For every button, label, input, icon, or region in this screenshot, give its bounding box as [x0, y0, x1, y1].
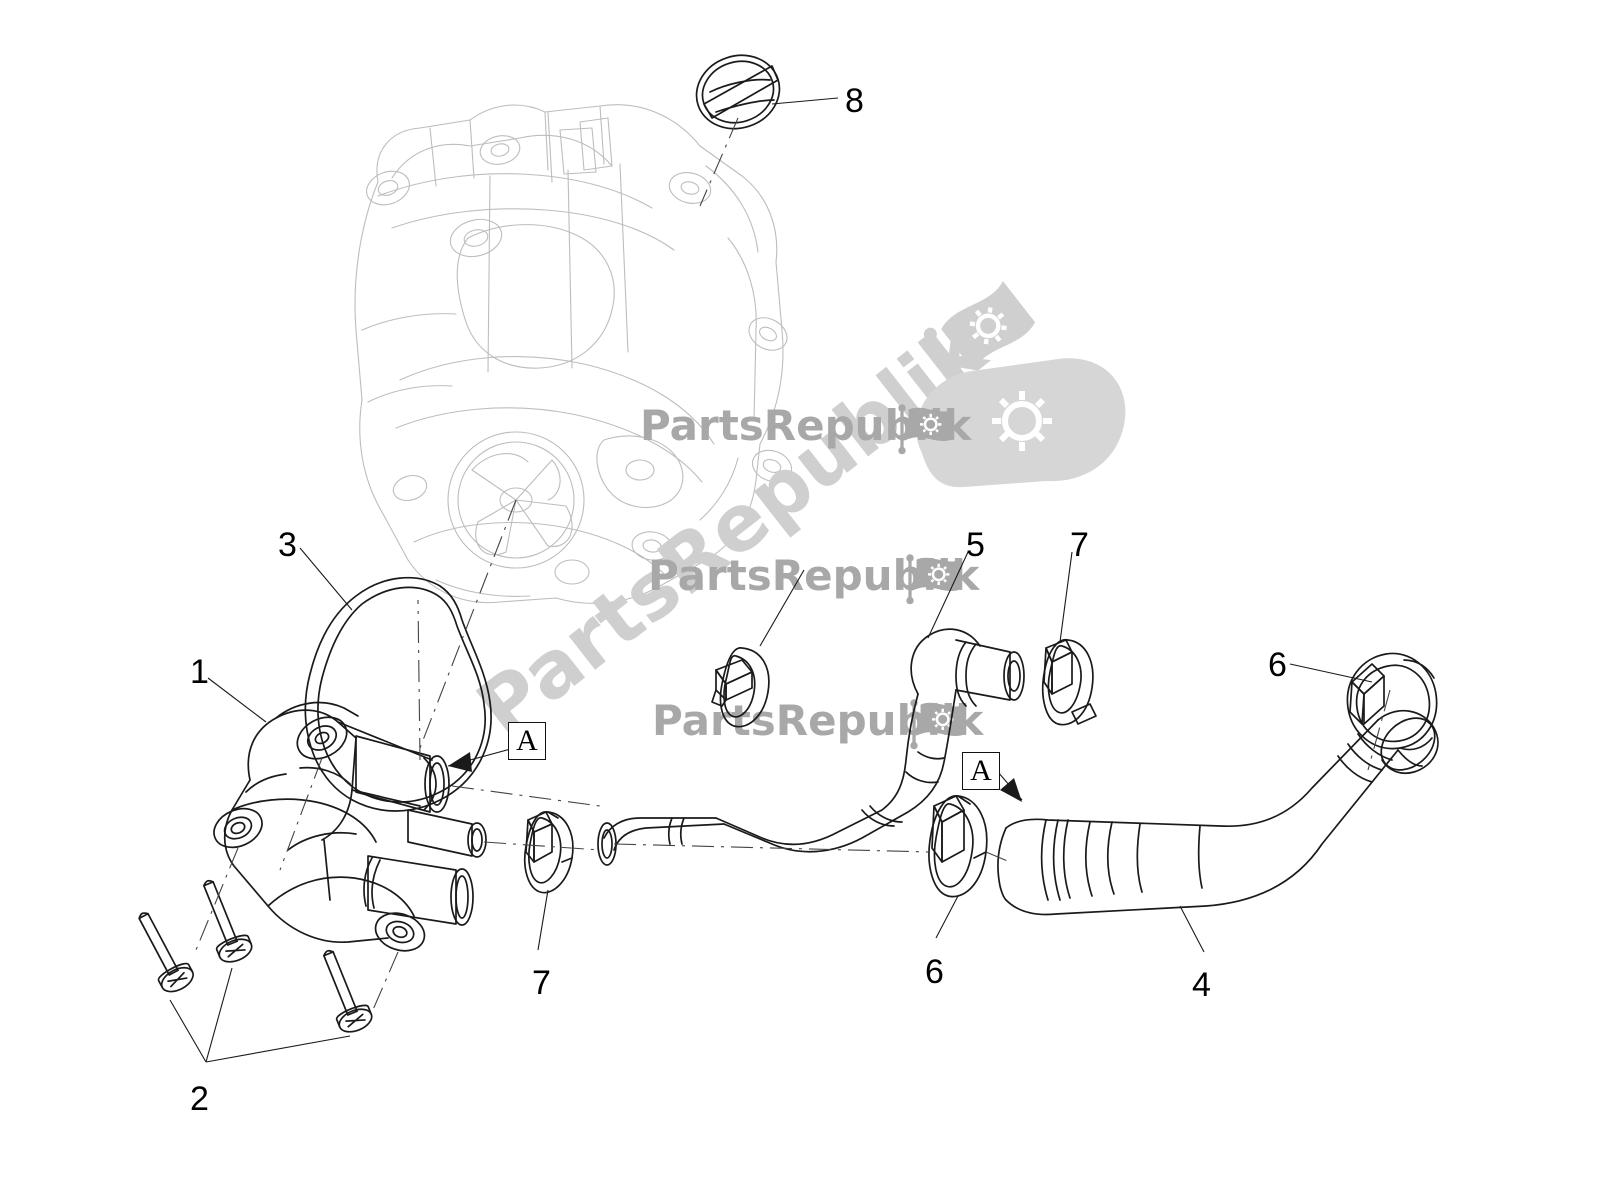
part-label-8[interactable]: 8: [845, 84, 864, 118]
watermark-h3: PartsRepublik: [652, 696, 984, 751]
part-7-clamp-small-lower[interactable]: [523, 811, 574, 894]
label-text: 2: [190, 1080, 209, 1118]
label-text: 6: [925, 953, 944, 991]
leader-2a: [169, 999, 207, 1063]
part-label-6-left[interactable]: 6: [925, 955, 944, 989]
watermark-h1: PartsRepublik: [640, 401, 972, 456]
leader-1: [207, 677, 267, 723]
part-label-6-right[interactable]: 6: [1268, 648, 1287, 682]
leader-7-upper: [1059, 551, 1073, 643]
leader-7-lower: [537, 889, 549, 951]
part-1-water-pump-housing[interactable]: [208, 701, 487, 957]
part-6-clamp-large-left[interactable]: [928, 795, 988, 898]
leader-3: [299, 547, 353, 611]
part-label-7-lower[interactable]: 7: [532, 966, 551, 1000]
part-label-3[interactable]: 3: [278, 528, 297, 562]
callout-a-right[interactable]: A: [962, 752, 1000, 790]
callout-label: A: [970, 754, 992, 787]
watermark-h2: PartsRepublik: [648, 551, 980, 606]
label-text: 1: [190, 653, 209, 691]
label-text: 5: [966, 526, 985, 564]
leader-6-right: [1289, 663, 1373, 683]
arrowheads: [448, 752, 1022, 802]
label-text: 6: [1268, 646, 1287, 684]
part-label-2[interactable]: 2: [190, 1082, 209, 1116]
label-text: 8: [845, 82, 864, 120]
part-3-gasket[interactable]: [304, 576, 492, 812]
part-4-lower-hose[interactable]: [997, 708, 1445, 916]
label-text: 4: [1192, 966, 1211, 1004]
leader-2c: [205, 1035, 351, 1063]
part-6-clamp-large-right[interactable]: [1346, 652, 1438, 751]
assembly-centerlines: [195, 117, 1391, 1013]
part-label-4[interactable]: 4: [1192, 968, 1211, 1002]
leader-5: [927, 551, 969, 639]
part-5-upper-hose[interactable]: [597, 628, 1025, 866]
part-8-drain-plug[interactable]: [687, 45, 789, 139]
part-label-7-upper[interactable]: 7: [1070, 528, 1089, 562]
part-7-clamp-small-upper[interactable]: [1041, 639, 1097, 726]
label-text: 3: [278, 526, 297, 564]
label-text: 7: [532, 964, 551, 1002]
watermark-gear-large: [916, 358, 1126, 488]
leader-cable-tie: [759, 569, 805, 647]
leader-8: [771, 97, 839, 105]
part-2-screws[interactable]: [127, 875, 375, 1037]
engine-case-outline: [354, 104, 793, 604]
label-text: 7: [1070, 526, 1089, 564]
leader-6-left: [935, 895, 959, 939]
cable-tie[interactable]: [711, 647, 770, 728]
leader-4: [1179, 905, 1205, 953]
leader-2b: [205, 967, 233, 1063]
part-label-5[interactable]: 5: [966, 528, 985, 562]
callout-label: A: [516, 724, 538, 757]
part-label-1[interactable]: 1: [190, 655, 209, 689]
callout-a-left[interactable]: A: [508, 722, 546, 760]
